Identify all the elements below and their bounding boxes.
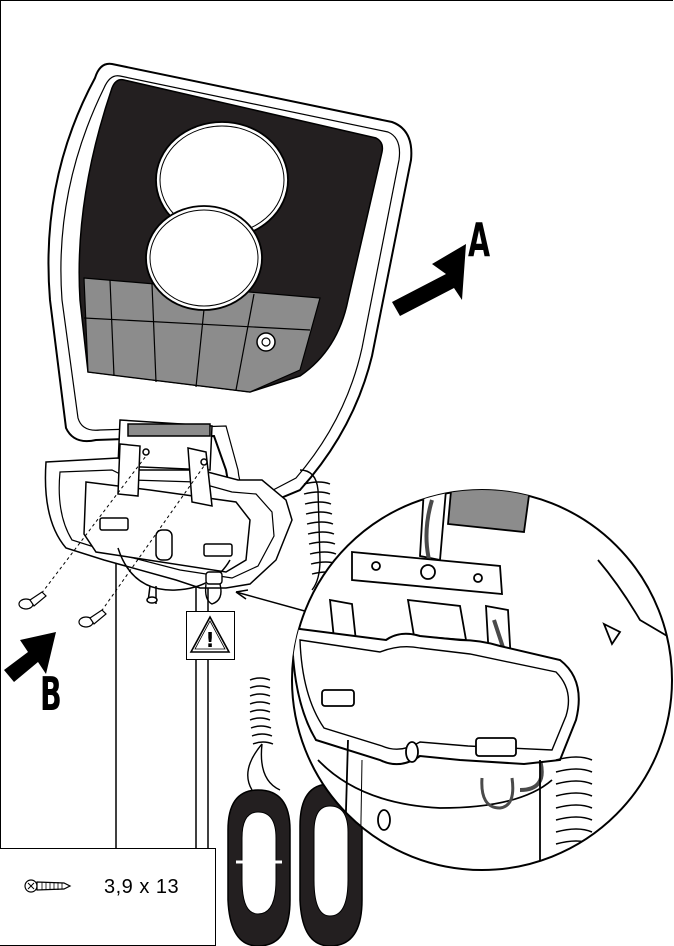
arrow-a-icon — [392, 244, 466, 316]
warning-exclamation: ! — [205, 628, 214, 652]
hand-pulse-grips — [227, 783, 363, 946]
mount-bracket — [44, 419, 293, 604]
hardware-legend — [0, 848, 216, 946]
warning-triangle-icon: ! — [189, 615, 231, 653]
gauge-lower — [145, 205, 263, 311]
coiled-cable — [299, 469, 339, 591]
detail-magnifier — [291, 489, 673, 871]
callout-label-b: B — [40, 667, 62, 721]
warning-symbol-box: ! — [186, 611, 235, 660]
screw-left — [18, 591, 47, 610]
callout-label-a: A — [468, 213, 491, 267]
screw-size-label: 3,9 x 13 — [104, 876, 180, 898]
arrow-b-icon — [4, 632, 56, 682]
pulse-cable — [247, 677, 281, 791]
screw-guides — [37, 455, 205, 617]
bracket-cable — [204, 571, 223, 605]
screw-icon — [24, 879, 72, 893]
screw-right — [78, 609, 107, 628]
